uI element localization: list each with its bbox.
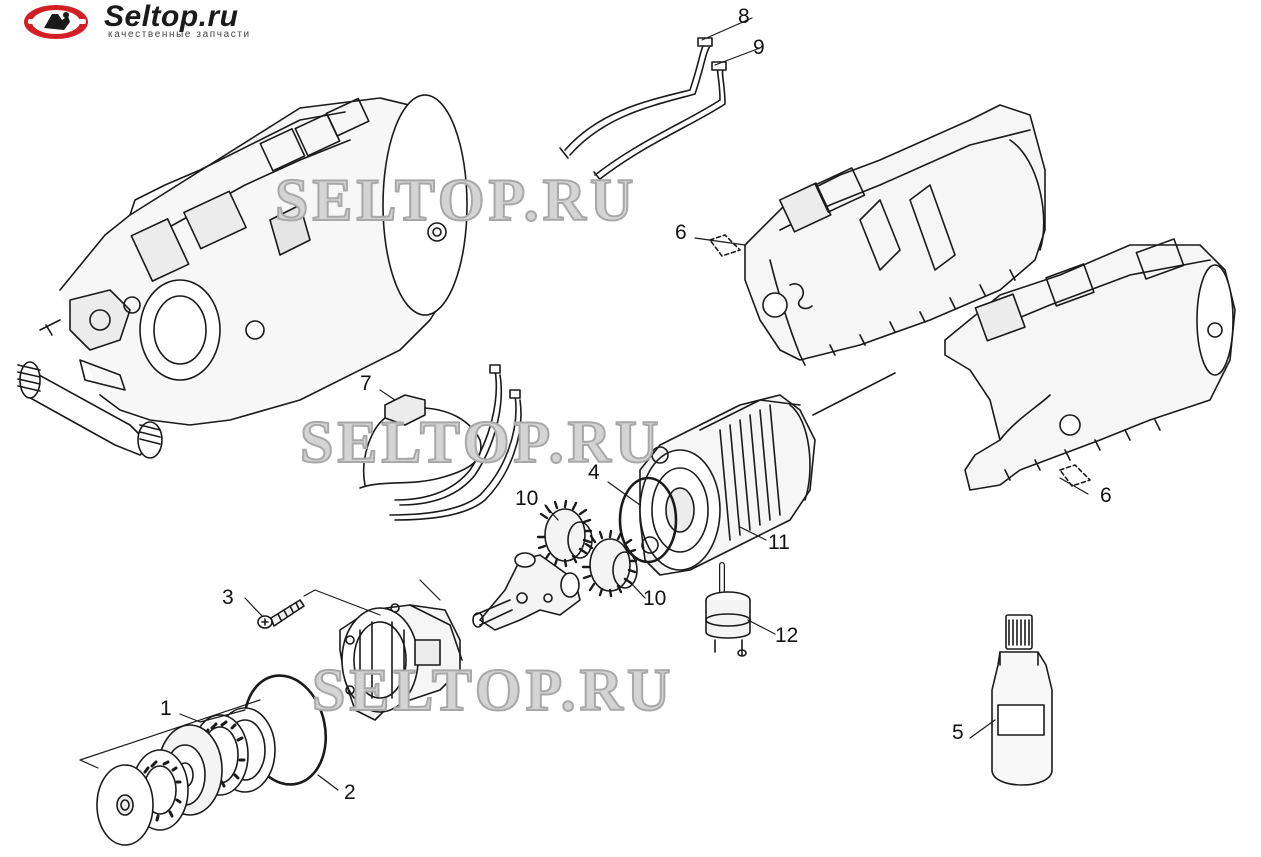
callout-6-upper: 6 [675, 221, 687, 244]
callout-11: 11 [768, 531, 790, 554]
callout-4: 4 [588, 461, 600, 484]
motor-11 [639, 372, 896, 576]
o-ring-4 [618, 476, 678, 564]
callout-12: 12 [775, 624, 799, 647]
cables-8-9 [559, 37, 727, 183]
shaft-carrier [472, 552, 581, 631]
callout-9: 9 [753, 36, 765, 59]
watermark-upper: SELTOP.RU [274, 167, 638, 233]
callout-2: 2 [344, 781, 356, 804]
watermark-middle: SELTOP.RU [299, 409, 663, 475]
callout-10-lower: 10 [643, 587, 667, 610]
oil-bottle-5 [991, 614, 1053, 786]
gear-10-upper [536, 499, 593, 568]
gear-housing [339, 603, 463, 721]
bearing-stack-1 [96, 707, 276, 846]
seltop-logo[interactable]: Seltop.ru качественные запчасти [22, 0, 332, 42]
callout-5: 5 [952, 721, 964, 744]
watermark-lower: SELTOP.RU [311, 657, 675, 723]
callout-3: 3 [222, 586, 234, 609]
callout-6-lower: 6 [1100, 484, 1112, 507]
callout-7: 7 [360, 372, 372, 395]
assembled-housing [17, 94, 468, 459]
part-12 [705, 562, 751, 657]
housing-half-upper [709, 104, 1046, 366]
callout-8: 8 [738, 5, 750, 28]
gear-10-lower [581, 529, 638, 598]
housing-half-lower [944, 238, 1236, 491]
callout-1: 1 [160, 697, 172, 720]
logo-subtitle: качественные запчасти [108, 29, 251, 40]
connector-7 [359, 364, 522, 521]
logo-title: Seltop.ru [104, 0, 239, 33]
leader-lines [79, 17, 1089, 791]
screw-3 [257, 599, 305, 629]
wrench-fist-logo-icon [24, 5, 88, 39]
callout-10-upper: 10 [515, 487, 539, 510]
